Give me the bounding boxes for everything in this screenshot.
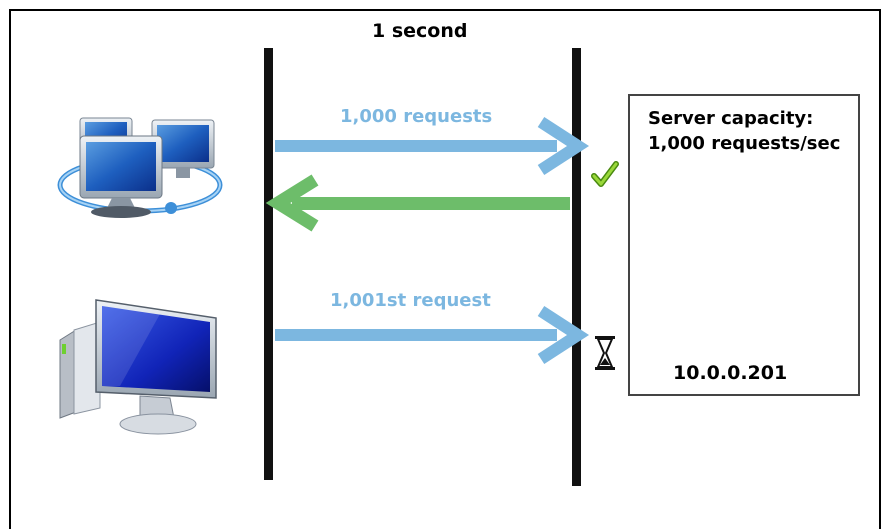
hourglass-icon — [595, 336, 615, 370]
timeline-end-bar — [572, 48, 581, 486]
server-capacity-value: 1,000 requests/sec — [648, 133, 841, 154]
response-arrow — [265, 174, 570, 232]
server-capacity-title: Server capacity: — [648, 108, 814, 129]
extra-request-label: 1,001st request — [330, 290, 491, 311]
diagram-title: 1 second — [372, 20, 468, 42]
desktop-computer-icon — [59, 299, 217, 435]
request-label: 1,000 requests — [340, 106, 493, 127]
checkmark-icon — [591, 161, 619, 187]
timeline-start-bar — [264, 48, 273, 480]
request-arrow — [275, 116, 590, 176]
networked-computers-icon — [57, 117, 223, 218]
diagram-frame — [9, 9, 881, 529]
server-capacity-box — [628, 94, 860, 396]
server-ip: 10.0.0.201 — [673, 362, 788, 384]
extra-request-arrow — [275, 305, 590, 365]
